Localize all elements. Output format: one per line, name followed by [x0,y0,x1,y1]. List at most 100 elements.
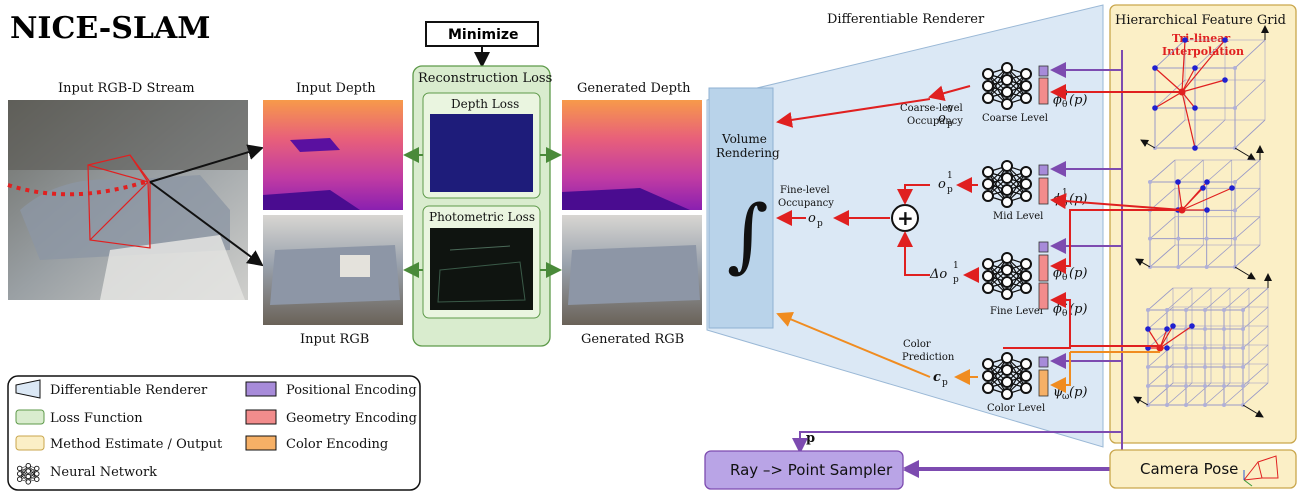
color-level-label: Color Level [987,403,1045,414]
legend-item-renderer: Differentiable Renderer [15,379,208,399]
coarse-phi-sub: θ [1062,100,1067,110]
coarse-occupancy-sup: 0 [947,105,953,115]
renderer-title: Differentiable Renderer [827,12,985,27]
mid-phi-sup: 1 [1062,188,1068,198]
legend [7,375,421,491]
delta-occupancy-sub: p [953,275,959,285]
photometric-loss-label: Photometric Loss [429,210,535,224]
fine-phi2-sub: θ [1062,309,1067,319]
mid-positional-encoding [1038,164,1049,176]
coarse-level-label: Coarse Level [982,113,1048,124]
interpolation-line2: Interpolation [1162,45,1244,58]
mid-occupancy-sup: 1 [947,171,953,181]
neural-network-icon [982,252,1032,300]
page-title: NICE-SLAM [10,11,210,46]
camera-frustum-icon [87,154,151,249]
coarse-feature-grid [1140,25,1269,161]
generated-depth-label: Generated Depth [577,81,691,96]
depth-loss-label: Depth Loss [451,97,519,111]
fine-phi2: ϕ [1053,302,1062,317]
mid-feature-grid [1135,145,1264,280]
depth-loss-image [430,114,533,192]
fine-positional-encoding [1038,241,1049,253]
generated-rgb-label: Generated RGB [581,332,684,347]
svg-text:Differentiable Renderer: Differentiable Renderer [50,383,208,398]
minimize-label: Minimize [448,27,519,43]
volume-rendering-box [708,87,774,329]
mid-phi-arg: (p) [1069,192,1087,207]
camera-pose-icon [1243,455,1279,487]
color-prediction-line1: Color [903,339,931,350]
svg-text:Geometry Encoding: Geometry Encoding [286,411,417,426]
color-encoding [1038,369,1049,397]
fine-occupancy-sub: p [817,219,823,229]
fine-occupancy-line2: Occupancy [778,198,834,209]
sampler-label: Ray –> Point Sampler [730,461,893,479]
neural-network-icon [982,62,1032,110]
mid-occupancy-symbol: o [938,177,946,192]
camera-pose-label: Camera Pose [1140,460,1238,478]
neural-network-icon [982,352,1032,400]
svg-text:Positional Encoding: Positional Encoding [286,383,417,398]
mid-occupancy-sub: p [947,185,953,195]
fine-feature-grid [1133,273,1272,418]
fine-level-label: Fine Level [990,306,1043,317]
color-positional-encoding [1038,356,1049,368]
legend-item-positional: Positional Encoding [245,381,417,398]
legend-item-color: Color Encoding [245,435,388,452]
coarse-occupancy-line2: Occupancy [907,116,963,127]
input-depth-image [263,100,403,210]
svg-text:Loss Function: Loss Function [50,411,143,426]
neural-network-icon [17,463,40,485]
coarse-phi-arg: (p) [1069,93,1087,108]
legend-item-output: Method Estimate / Output [15,435,223,452]
input-depth-label: Input Depth [296,81,376,96]
input-rgb-label: Input RGB [300,332,369,347]
input-rgb-image [263,215,403,325]
volume-rendering-line2: Rendering [716,146,780,160]
coarse-geometry-encoding [1038,77,1049,105]
integral-symbol: ∫ [727,188,769,281]
camera-pose-box [1109,449,1297,489]
coarse-positional-encoding [1038,65,1049,77]
color-psi-arg: (p) [1069,385,1087,400]
rgbd-stream-image [7,100,248,300]
color-prediction-line2: Prediction [902,352,955,363]
photometric-loss-image [430,228,533,310]
fine-phi2-arg: (p) [1069,302,1087,317]
color-symbol: c [933,370,941,385]
fine-phi1-sub: θ [1062,273,1067,283]
fine-geometry-encoding-1 [1038,254,1049,282]
fine-occupancy-symbol: o [808,211,816,226]
color-psi-sub: ω [1062,392,1069,402]
volume-rendering-line1: Volume [721,132,767,146]
coarse-occupancy-symbol: o [938,111,946,126]
legend-item-neural-network: Neural Network [17,463,157,485]
delta-occupancy-sup: 1 [953,261,959,271]
coarse-occupancy-sub: p [947,119,953,129]
legend-item-geometry: Geometry Encoding [245,409,417,426]
stream-label: Input RGB-D Stream [58,81,195,96]
coarse-occupancy-line1: Coarse-level [900,103,963,114]
coarse-phi-sup: 0 [1062,89,1068,99]
fine-phi1: ϕ [1053,266,1062,281]
point-label: p [806,431,815,446]
fine-phi1-arg: (p) [1069,266,1087,281]
delta-occupancy-symbol: Δo [929,267,947,282]
feature-grid-title: Hierarchical Feature Grid [1115,13,1286,28]
color-sub: p [942,378,948,388]
plus-symbol: + [897,206,914,230]
generated-depth-image [562,100,702,210]
mid-level-label: Mid Level [993,211,1043,222]
fine-occupancy-line1: Fine-level [780,185,830,196]
legend-item-loss: Loss Function [15,409,143,426]
generated-rgb-image [562,215,702,325]
coarse-phi: ϕ [1053,93,1062,108]
reconstruction-loss-title: Reconstruction Loss [418,71,552,86]
svg-text:Color Encoding: Color Encoding [286,437,388,452]
fine-geometry-encoding-2 [1038,282,1049,310]
svg-text:Method Estimate / Output: Method Estimate / Output [50,437,223,452]
neural-network-icon [982,160,1032,208]
mid-geometry-encoding [1038,177,1049,205]
